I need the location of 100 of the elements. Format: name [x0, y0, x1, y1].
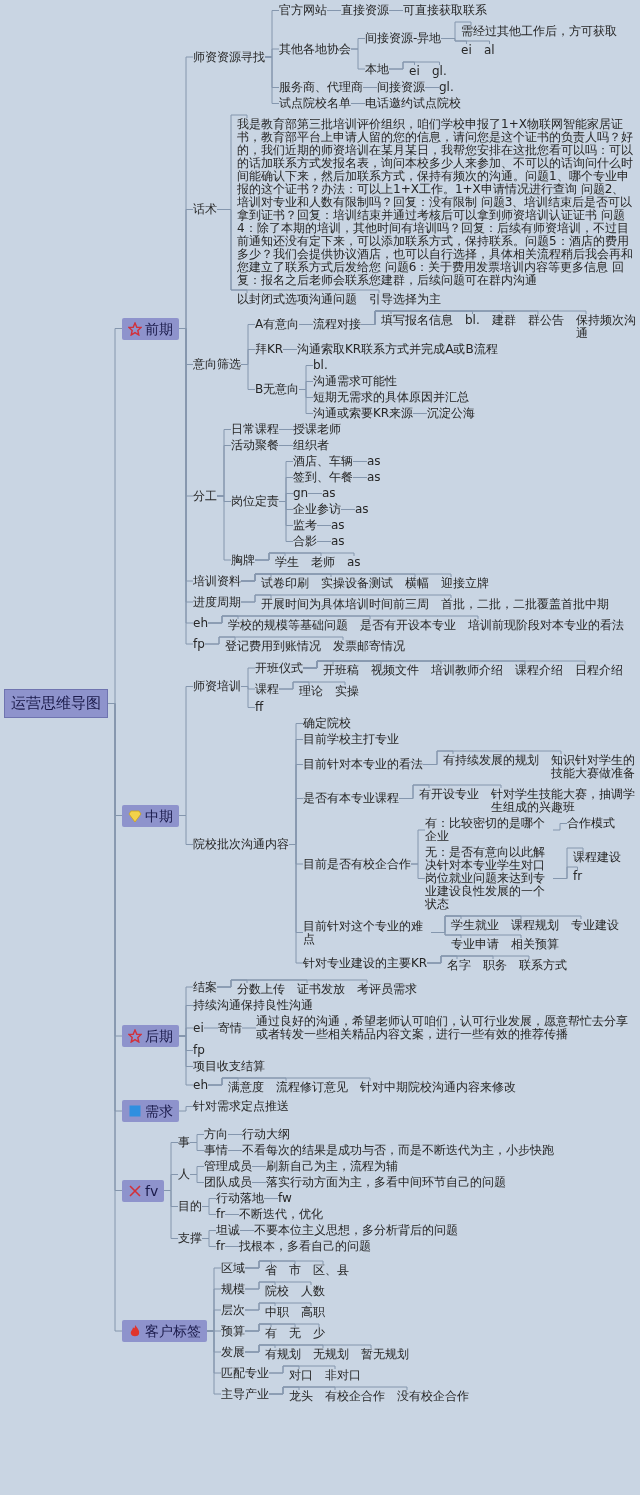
connector-line	[340, 509, 356, 510]
topic-text: 沉淀公海	[427, 407, 475, 420]
topic-text: 引导选择为主	[369, 293, 441, 306]
topic-text: A有意向	[255, 318, 300, 331]
topic-text: fw	[278, 1192, 292, 1205]
connector-line	[207, 1077, 371, 1086]
topic-text: 企业参访	[293, 503, 341, 516]
topic-text: 目的	[178, 1200, 202, 1213]
connector-line	[268, 1365, 336, 1374]
connector-line	[244, 1323, 320, 1332]
topic-text: 名字	[447, 959, 471, 972]
topic-text: 胸牌	[231, 553, 255, 567]
topic-text: 团队成员	[204, 1176, 252, 1189]
connector-line	[224, 1214, 240, 1215]
branch-label: 后期	[145, 1027, 173, 1045]
connector-line	[216, 979, 368, 988]
topic-text: 服务商、代理商	[279, 81, 363, 94]
topic-text: eh	[193, 616, 208, 630]
topic-text: 暂无规划	[361, 1348, 409, 1361]
connector-line	[224, 1246, 240, 1247]
topic-text: 登记费用到账情况	[225, 640, 321, 653]
topic-text: 首批，二批，二批覆盖首批中期	[441, 598, 609, 611]
topic-text: 有规划	[265, 1348, 301, 1361]
topic-text: 开展时间为具体培训时间前三周	[261, 598, 429, 611]
connector-line	[282, 349, 298, 350]
topic-text: fr	[216, 1208, 226, 1221]
connector-line	[227, 1134, 243, 1135]
topic-text: 人数	[301, 1285, 325, 1298]
topic-text: 填写报名信息	[381, 314, 453, 327]
topic-text: 实操	[335, 685, 359, 698]
topic-text: 组织者	[293, 439, 329, 452]
topic-text: 流程对接	[313, 318, 361, 331]
connector-line	[412, 413, 428, 414]
topic-text: 有	[265, 1327, 277, 1340]
topic-text: as	[347, 556, 361, 569]
topic-text: 联系方式	[519, 959, 567, 972]
topic-text: 沟通或索要KR来源	[313, 407, 414, 420]
topic-text: gn	[293, 487, 309, 500]
topic-text: fp	[193, 637, 205, 651]
topic-text: 实操设备测试	[321, 577, 393, 590]
connector-line	[227, 1150, 243, 1151]
connector-line	[251, 1182, 267, 1183]
topic-text: fp	[193, 1044, 205, 1057]
connector-line	[239, 1230, 255, 1231]
topic-text: bl.	[313, 359, 328, 372]
connector-line	[278, 445, 294, 446]
topic-text: 师资培训	[193, 680, 241, 693]
topic-text: 区、县	[313, 1264, 349, 1277]
connector-line	[204, 636, 344, 645]
topic-text: 行动大纲	[242, 1128, 290, 1141]
topic-text: 没有校企合作	[397, 1390, 469, 1403]
topic-text: 层次	[221, 1303, 245, 1317]
topic-text: as	[331, 535, 345, 548]
topic-text: 进度周期	[193, 595, 241, 609]
connector-line	[206, 1330, 222, 1395]
connector-line	[278, 501, 294, 542]
topic-text: 日程介绍	[575, 664, 623, 677]
connector-line	[410, 863, 426, 879]
connector-line	[426, 955, 530, 964]
topic-text: 合作模式	[567, 817, 615, 830]
topic-text: 考评员需求	[357, 983, 417, 996]
connector-line	[552, 866, 578, 879]
topic-text: 行动落地	[216, 1192, 264, 1205]
connector-line	[263, 1198, 279, 1199]
topic-text: 试点院校名单	[279, 97, 351, 110]
topic-text: 对口	[289, 1369, 313, 1382]
topic-text: 其他各地协会	[279, 42, 351, 56]
topic-text: 知识针对学生的技能大赛做准备	[551, 754, 636, 780]
topic-text: 无	[289, 1327, 301, 1340]
topic-text: 结案	[193, 980, 217, 994]
topic-text: 开班稿	[323, 664, 359, 677]
branch-topic	[122, 1179, 165, 1202]
connector-line	[424, 87, 440, 88]
connector-line	[307, 493, 323, 494]
connector-line	[362, 87, 378, 88]
topic-text: 确定院校	[303, 717, 351, 730]
connector-line	[278, 681, 346, 690]
topic-text: 酒店、车辆	[293, 455, 353, 468]
topic-text: as	[367, 455, 381, 468]
connector-line	[207, 615, 479, 624]
connector-line	[316, 541, 332, 542]
topic-text: 间接资源	[377, 81, 425, 94]
topic-text: 发票邮寄情况	[333, 640, 405, 653]
connector-line	[244, 1281, 312, 1290]
topic-text: 院校批次沟通内容	[193, 838, 289, 851]
topic-text: 专业建设	[571, 919, 619, 932]
topic-text: 视频文件	[371, 664, 419, 677]
topic-text: gl.	[432, 65, 447, 78]
topic-text: 项目收支结算	[193, 1060, 265, 1073]
topic-text: 电话邀约试点院校	[365, 97, 461, 110]
connector-line	[241, 1027, 257, 1029]
topic-text: 可直接获取联系	[403, 4, 487, 17]
topic-text: 本地	[365, 62, 389, 76]
topic-text: ff	[255, 701, 264, 714]
topic-text: 培训教师介绍	[431, 664, 503, 677]
branch-label: 前期	[145, 319, 173, 338]
connector-line	[326, 10, 342, 11]
topic-text: eh	[193, 1078, 208, 1092]
topic-text: 通过良好的沟通，希望老师认可咱们，认可行业发展，愿意帮忙去分享或者转发一些相关精品内容文案，进行一些有效的推荐传播	[256, 1015, 636, 1041]
connector-line	[203, 1027, 219, 1029]
